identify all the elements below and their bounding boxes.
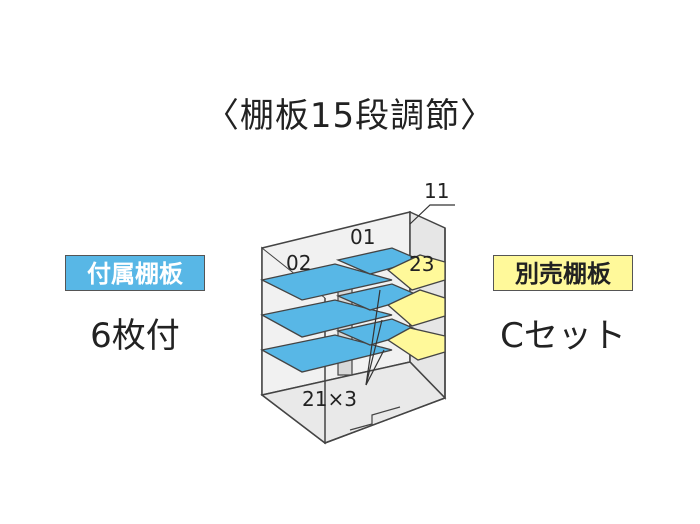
optional-shelves-set: Cセット — [500, 316, 626, 356]
label-21x3: 21×3 — [302, 387, 357, 411]
included-shelf-5 — [260, 334, 393, 373]
leader-21x3-a — [365, 289, 381, 386]
label-23: 23 — [409, 252, 434, 276]
included-shelves-count: 6枚付 — [90, 316, 180, 356]
label-01: 01 — [350, 225, 375, 249]
optional-shelf-2 — [386, 289, 446, 327]
label-02: 02 — [286, 251, 311, 275]
label-11: 11 — [424, 179, 449, 203]
included-shelf-3 — [260, 299, 393, 338]
leader-21x3-c — [365, 349, 385, 386]
optional-shelf-1 — [386, 254, 446, 291]
optional-shelves-badge: 別売棚板 — [493, 255, 633, 291]
page-title: 〈棚板15段調節〉 — [204, 96, 496, 136]
optional-shelf-3 — [386, 327, 446, 361]
included-shelves-badge: 付属棚板 — [65, 255, 205, 291]
included-shelf-1 — [260, 263, 393, 301]
leader-11 — [409, 204, 455, 225]
door-threshold — [349, 406, 401, 431]
leader-21x3-b — [365, 319, 383, 386]
